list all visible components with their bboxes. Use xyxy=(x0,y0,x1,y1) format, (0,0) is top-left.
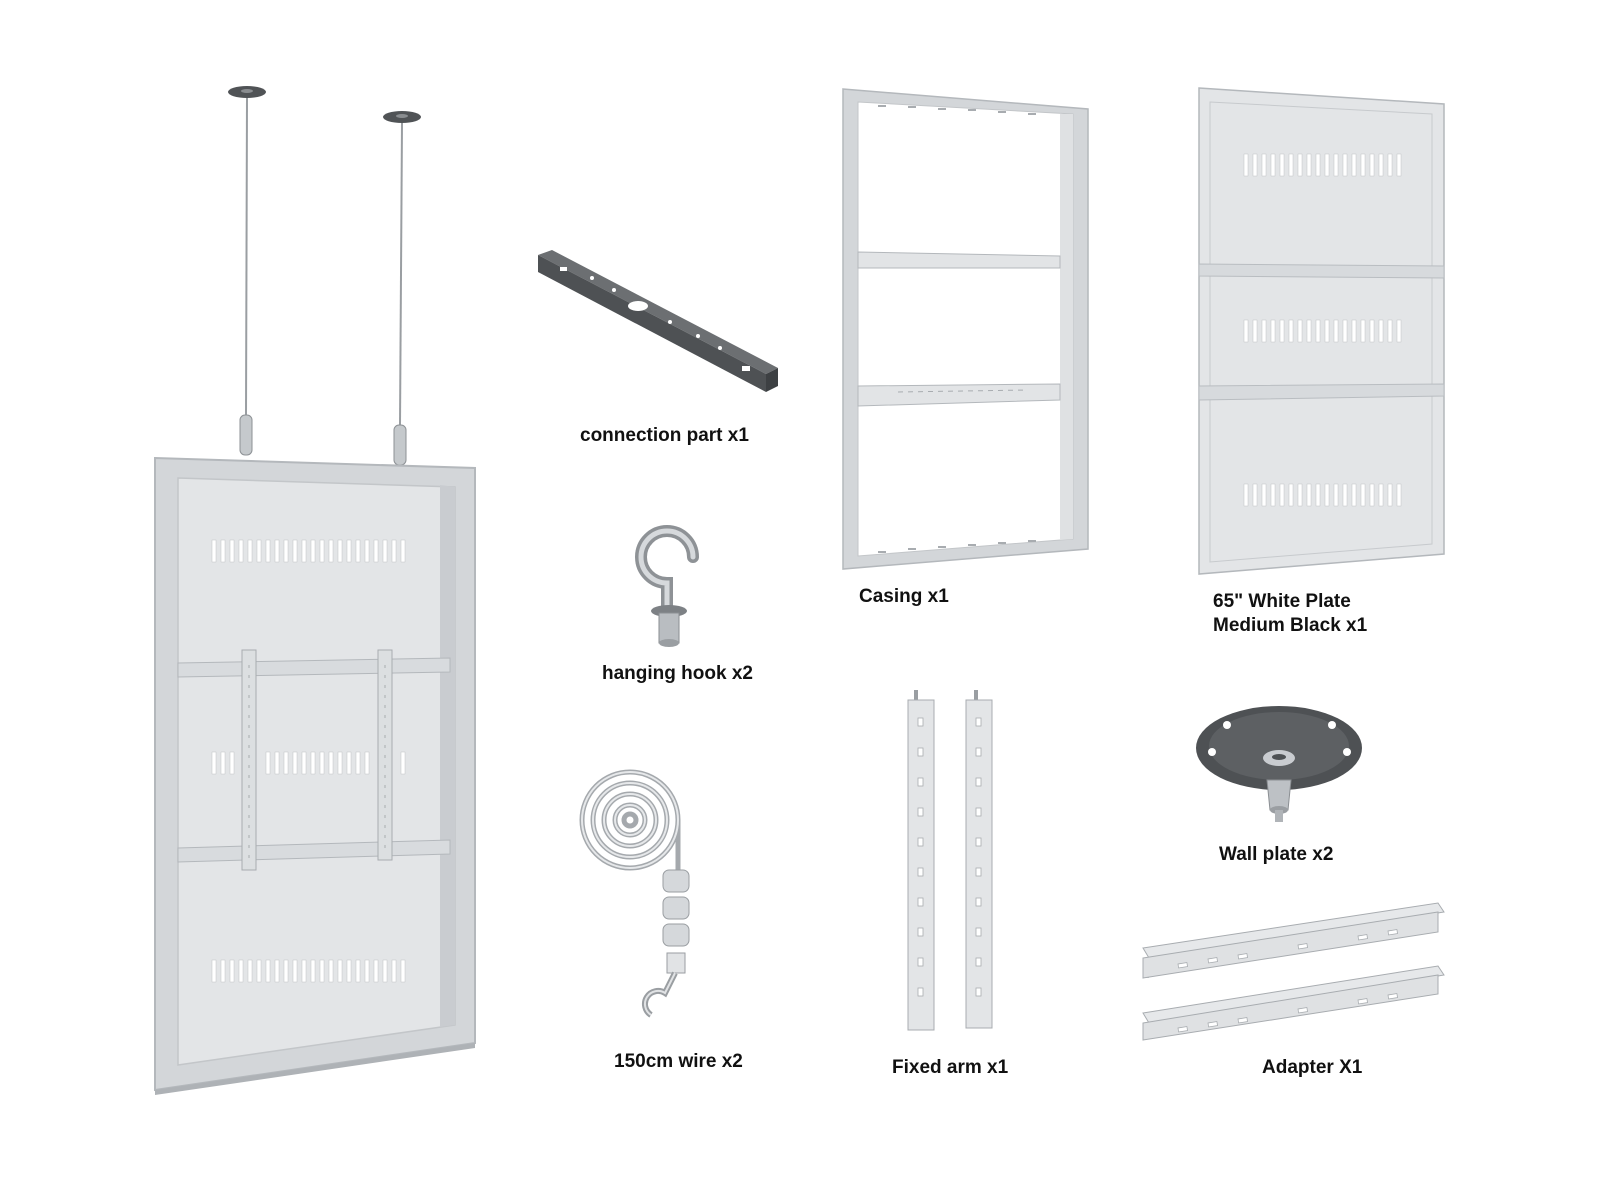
assembled-kiosk-drawing xyxy=(154,86,476,1095)
casing xyxy=(838,84,1096,574)
white-plate-label: 65" White Plate Medium Black x1 xyxy=(1213,590,1367,638)
wire-drawing xyxy=(579,769,690,1018)
hanging-hook-label: hanging hook x2 xyxy=(602,663,753,684)
wall-plate xyxy=(1192,700,1367,830)
white-plate-label-line1: 65" White Plate xyxy=(1213,591,1351,612)
fixed-arm-label: Fixed arm x1 xyxy=(892,1057,1009,1078)
adapter-drawing xyxy=(1142,902,1445,1041)
connection-part xyxy=(530,240,790,410)
wire xyxy=(575,765,705,1030)
casing-drawing xyxy=(842,88,1089,570)
hanging-hook xyxy=(625,525,715,655)
hanging-hook-drawing xyxy=(635,525,699,647)
wire-label: 150cm wire x2 xyxy=(614,1051,743,1072)
wall-plate-label: Wall plate x2 xyxy=(1219,844,1334,865)
white-plate xyxy=(1196,84,1450,579)
casing-label: Casing x1 xyxy=(859,586,949,607)
white-plate-label-line2: Medium Black x1 xyxy=(1213,615,1368,636)
adapter-label: Adapter X1 xyxy=(1262,1057,1363,1078)
connection-part-drawing xyxy=(538,250,778,392)
fixed-arm xyxy=(898,688,1008,1040)
white-plate-drawing xyxy=(1198,87,1445,575)
fixed-arm-drawing xyxy=(907,690,993,1031)
adapter xyxy=(1138,898,1450,1046)
connection-part-label: connection part x1 xyxy=(580,425,749,446)
assembled-kiosk xyxy=(150,80,490,1120)
wall-plate-drawing xyxy=(1196,706,1362,822)
